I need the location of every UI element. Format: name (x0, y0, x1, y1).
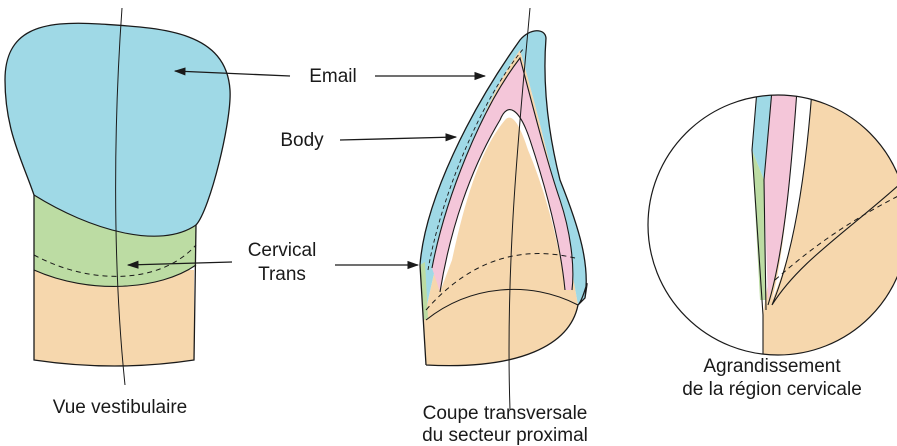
section-view-tooth (420, 8, 587, 410)
label-email: Email (309, 66, 357, 87)
label-cervical: Cervical (248, 240, 317, 261)
caption-section-line1: Coupe transversale (423, 403, 588, 424)
cervical-zoom (648, 90, 897, 360)
vestibular-view-tooth (5, 8, 230, 385)
caption-zoom-line2: de la région cervicale (682, 379, 862, 400)
label-trans: Trans (258, 264, 306, 285)
caption-zoom-line1: Agrandissement (703, 356, 841, 377)
label-body: Body (280, 130, 324, 151)
caption-section-line2: du secteur proximal (422, 425, 588, 446)
body-arrow (340, 137, 456, 140)
caption-vestibular: Vue vestibulaire (53, 397, 187, 418)
